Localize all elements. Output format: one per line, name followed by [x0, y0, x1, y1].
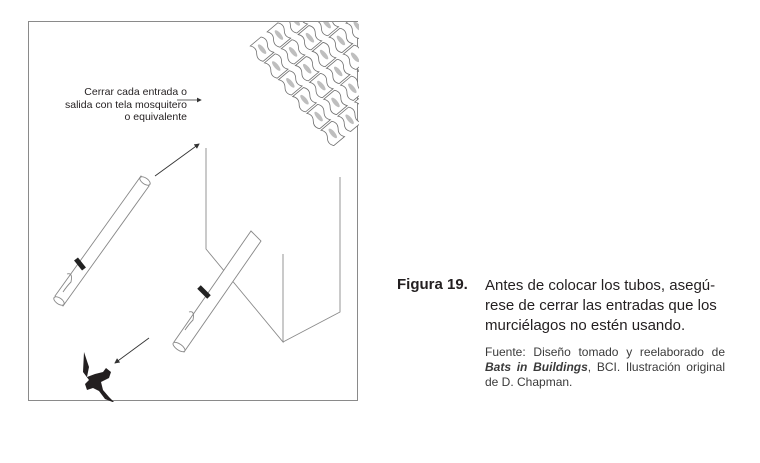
source-title: Bats in Buildings: [485, 360, 588, 374]
callout-line-1: Cerrar cada entrada o: [84, 86, 187, 98]
tube-icon: [172, 230, 262, 353]
figure-frame: Cerrar cada entrada o salida con tela mo…: [28, 21, 359, 402]
arrow-icon: [114, 337, 150, 364]
caption-text: Antes de colocar los tubos, asegú- rese …: [485, 276, 725, 336]
source-credit: Fuente: Diseño tomado y reelaborado de B…: [485, 345, 725, 390]
callout-text: Cerrar cada entrada o salida con tela mo…: [47, 86, 187, 124]
caption-line-1: Antes de colocar los tubos, asegú-: [485, 277, 716, 294]
wall-block-icon: [205, 148, 341, 344]
illustration: [53, 22, 359, 402]
arrow-icon: [154, 143, 200, 177]
caption-line-3: murciélagos no estén usando.: [485, 317, 686, 334]
callout-line-2: salida con tela mosquitero: [65, 98, 187, 111]
caption-line-2: rese de cerrar las entradas que los: [485, 297, 717, 314]
source-suffix: , BCI. Ilustración original de D. Chapma…: [485, 360, 725, 389]
source-prefix: Fuente: Diseño tomado y reelaborado de: [485, 345, 725, 359]
bat-icon: [83, 352, 114, 402]
tube-icon: [53, 175, 151, 307]
caption-label: Figura 19.: [397, 276, 468, 293]
roof-tile-grid-icon: [248, 22, 359, 148]
callout-line-3: o equivalente: [124, 111, 187, 123]
